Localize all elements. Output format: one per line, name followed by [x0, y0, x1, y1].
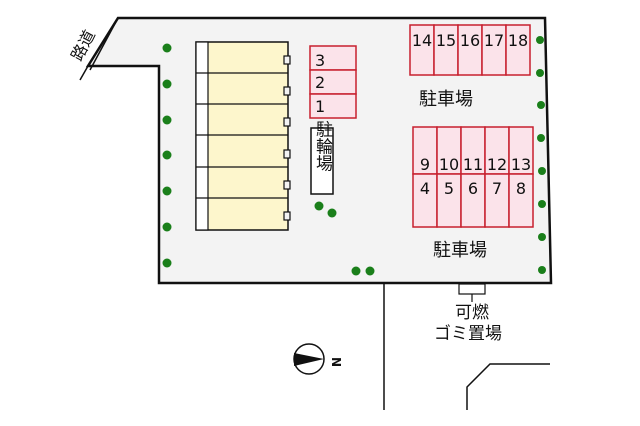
parking-label-upper: 駐車場 — [419, 89, 473, 110]
space-number: 6 — [468, 179, 478, 198]
space-number: 10 — [439, 155, 459, 174]
apartment-building — [195, 41, 291, 231]
space-number: 18 — [508, 31, 528, 50]
space-number: 7 — [492, 179, 502, 198]
road-corner-line — [466, 363, 550, 410]
parking-label-lower: 駐車場 — [433, 240, 487, 261]
space-number: 3 — [315, 51, 325, 70]
space-number: 13 — [511, 155, 531, 174]
space-number: 2 — [315, 73, 325, 92]
garbage-label-line1: 可燃 — [455, 303, 489, 323]
space-number: 4 — [420, 179, 430, 198]
space-number: 8 — [516, 179, 526, 198]
road-edge-line — [89, 17, 119, 71]
space-number: 1 — [315, 97, 325, 116]
space-number: 16 — [460, 31, 480, 50]
bike-parking-spaces: 3 2 1 — [309, 45, 357, 119]
garbage-station — [458, 283, 486, 302]
space-number: 14 — [412, 31, 432, 50]
road-edge-line — [79, 65, 89, 81]
bicycle-parking-label: 駐輪場 — [312, 120, 333, 172]
trees — [162, 36, 546, 276]
parking-lower-block: 9 10 11 12 13 4 5 6 7 8 — [412, 126, 534, 228]
bicycle-parking-box — [310, 127, 334, 195]
space-number: 9 — [420, 155, 430, 174]
space-number: 17 — [484, 31, 504, 50]
north-arrow-icon — [293, 343, 325, 375]
north-label: N — [329, 357, 343, 367]
space-number: 15 — [436, 31, 456, 50]
space-number: 12 — [487, 155, 507, 174]
parking-top-row: 14 15 16 17 18 — [409, 24, 531, 76]
garbage-label-line2: ゴミ置場 — [434, 323, 502, 344]
space-number: 5 — [444, 179, 454, 198]
space-number: 11 — [463, 155, 483, 174]
